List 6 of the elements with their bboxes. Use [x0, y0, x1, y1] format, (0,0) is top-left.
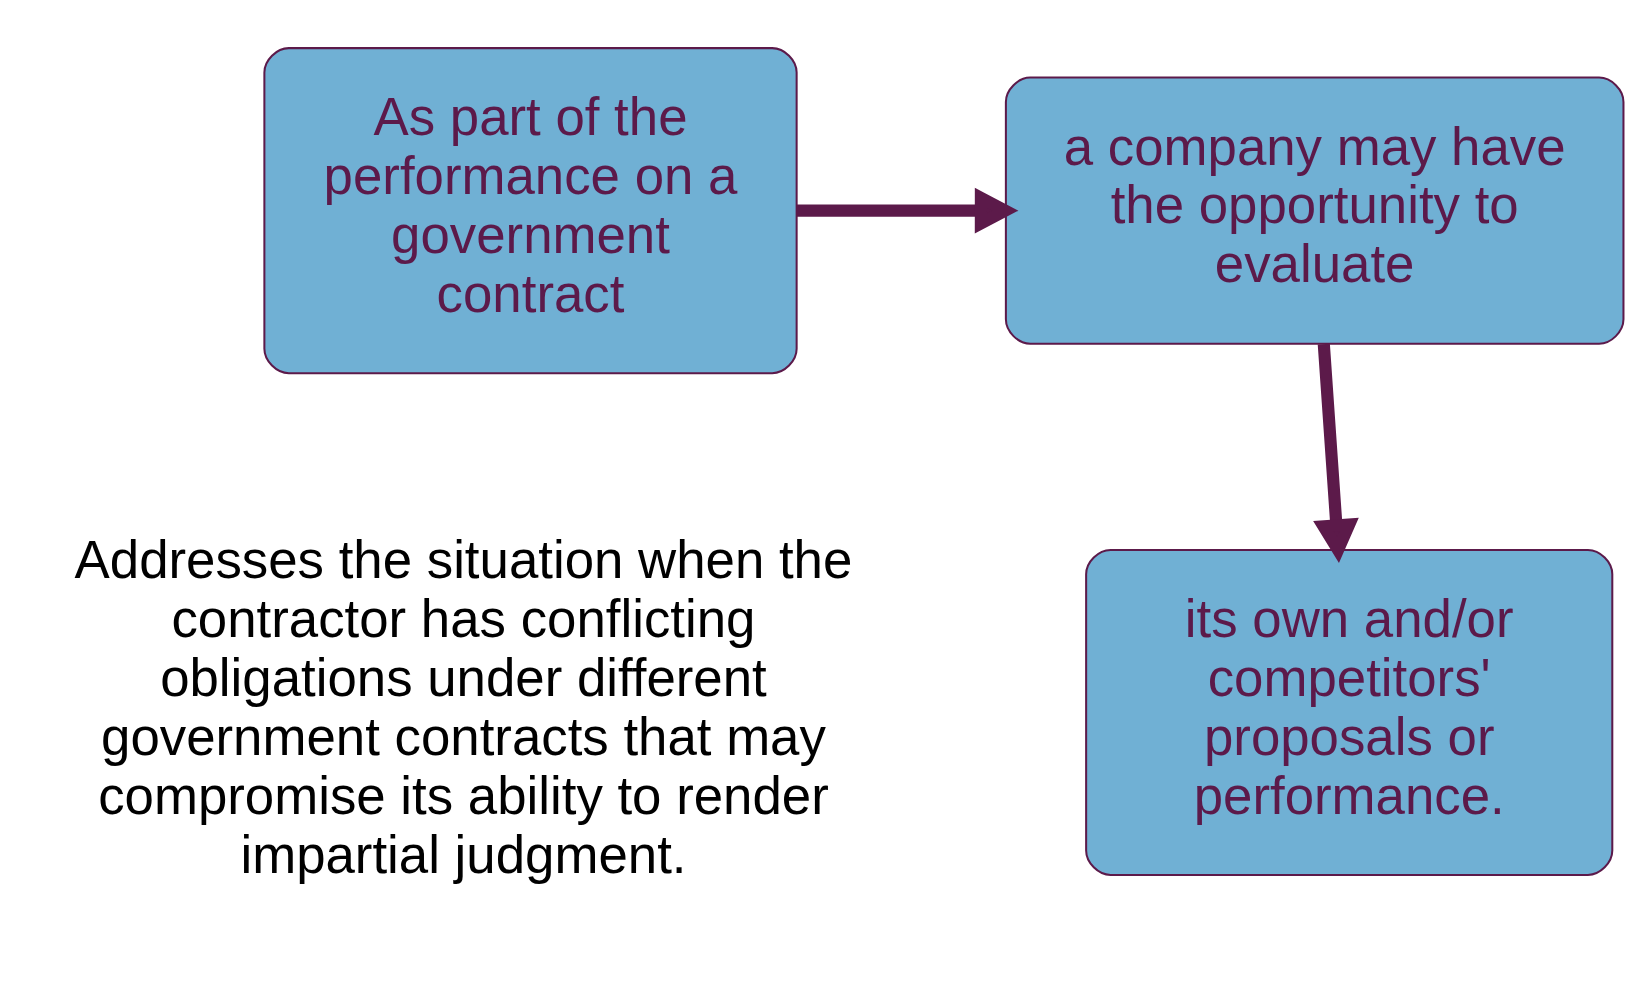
node-box: its own and/or competitors' proposals or performance.: [1085, 548, 1614, 876]
arrow: [1313, 343, 1359, 563]
node-box: As part of the performance on a government contract: [263, 47, 798, 375]
arrow: [797, 187, 1019, 234]
label: Addresses the situation when the contractor has conflicting obligations under different government contracts that may compromise its ability to render impartial judgment.: [74, 529, 853, 884]
node-box: a company may have the opportunity to evaluate: [1004, 76, 1625, 345]
